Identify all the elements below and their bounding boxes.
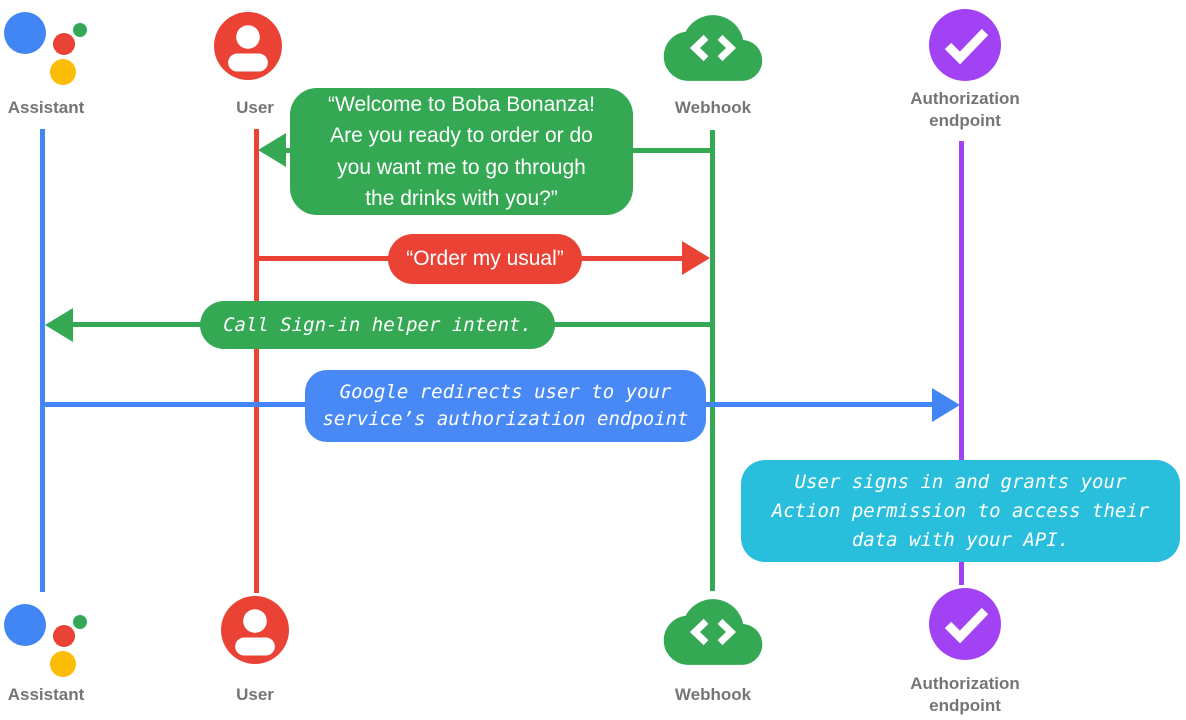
user-label: User [236, 98, 274, 117]
webhook-label: Webhook [674, 98, 752, 117]
arrowhead-right-icon [682, 241, 710, 275]
assistant-logo-icon [4, 12, 87, 85]
webhook-cloud-icon [663, 599, 763, 665]
grant-permission-message-box: User signs in and grants your Action per… [741, 460, 1180, 562]
checkmark-icon [944, 607, 989, 644]
label-line: Authorization [910, 674, 1020, 693]
label-line: endpoint [929, 111, 1001, 130]
checkmark-icon [944, 28, 989, 65]
message-line: “Order my usual” [406, 247, 564, 271]
message-line: service’s authorization endpoint [322, 408, 689, 430]
welcome-message-box: “Welcome to Boba Bonanza! Are you ready … [290, 88, 633, 215]
label-line: endpoint [929, 696, 1001, 715]
user-icon [221, 596, 289, 664]
message-line: data with your API. [851, 528, 1070, 551]
assistant-logo-icon [4, 604, 87, 677]
webhook-label: Webhook [674, 685, 752, 704]
assistant-label: Assistant [7, 98, 85, 117]
message-line: Action permission to access their [771, 499, 1150, 522]
redirect-message-box: Google redirects user to your service’s … [305, 370, 706, 442]
signin-helper-message-box: Call Sign-in helper intent. [200, 301, 555, 349]
arrowhead-right-icon [932, 388, 960, 422]
assistant-label: Assistant [7, 685, 85, 704]
code-brackets-icon [689, 34, 737, 62]
authorization-endpoint-icon [929, 9, 1001, 81]
webhook-lifeline [710, 130, 715, 591]
authorization-endpoint-icon [929, 588, 1001, 660]
label-line: Authorization [910, 89, 1020, 108]
authorization-endpoint-label: Authorization endpoint [895, 673, 1035, 717]
authorization-endpoint-label: Authorization endpoint [895, 88, 1035, 132]
arrowhead-left-icon [45, 308, 73, 342]
user-label: User [236, 685, 274, 704]
assistant-lifeline [40, 129, 45, 592]
arrowhead-left-icon [258, 133, 286, 167]
code-brackets-icon [689, 618, 737, 646]
webhook-cloud-icon [663, 15, 763, 81]
message-line: the drinks with you?” [365, 187, 558, 210]
message-line: User signs in and grants your [794, 470, 1127, 493]
message-line: Are you ready to order or do [330, 124, 593, 147]
authorization-endpoint-lifeline [959, 141, 964, 585]
order-message-box: “Order my usual” [388, 234, 582, 284]
message-line: you want me to go through [337, 155, 586, 179]
message-line: Google redirects user to your [339, 381, 672, 403]
user-icon [214, 12, 282, 80]
user-lifeline [254, 129, 259, 593]
message-line: Call Sign-in helper intent. [223, 314, 532, 336]
message-line: “Welcome to Boba Bonanza! [328, 92, 595, 116]
